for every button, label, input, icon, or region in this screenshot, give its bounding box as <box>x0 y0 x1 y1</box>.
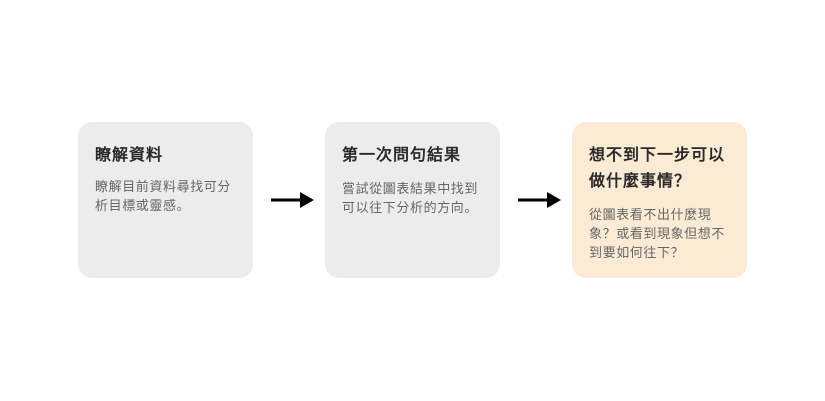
step-card-understand-data: 瞭解資料 瞭解目前資料尋找可分析目標或靈感。 <box>78 122 253 278</box>
step-description: 從圖表看不出什麼現象？或看到現象但想不到要如何往下？ <box>589 208 726 261</box>
step-title: 瞭解資料 <box>95 145 164 164</box>
step-description: 嘗試從圖表結果中找到可以往下分析的方向。 <box>342 182 479 216</box>
step-description: 瞭解目前資料尋找可分析目標或靈感。 <box>95 180 232 214</box>
step-title: 想不到下一步可以做什麼事情？ <box>589 145 726 190</box>
arrow-right-icon <box>518 192 561 208</box>
step-card-first-query: 第一次問句結果 嘗試從圖表結果中找到可以往下分析的方向。 <box>325 122 500 278</box>
step-title: 第一次問句結果 <box>342 145 462 164</box>
step-card-stuck: 想不到下一步可以做什麼事情？ 從圖表看不出什麼現象？或看到現象但想不到要如何往下… <box>572 122 747 278</box>
arrow-right-icon <box>271 192 314 208</box>
